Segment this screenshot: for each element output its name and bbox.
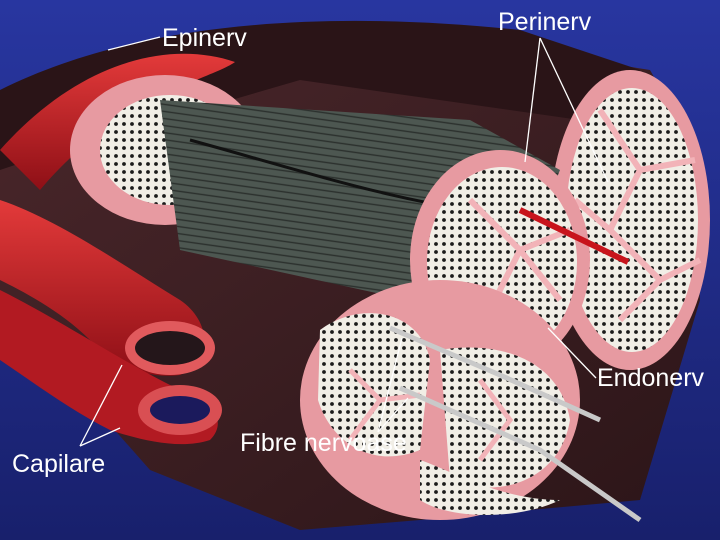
capillary-upper-lumen xyxy=(135,331,205,365)
capillary-lower-lumen xyxy=(150,396,210,424)
fascicle-lower-left xyxy=(318,313,430,457)
label-fibre-nervoase: Fibre nervoase xyxy=(240,429,407,457)
endoneurium-septa-upper xyxy=(573,108,702,323)
leader-endonerv xyxy=(547,327,597,379)
leader-epinerv xyxy=(107,36,161,51)
label-endonerv: Endonerv xyxy=(597,364,705,392)
leader-perinerv-1 xyxy=(524,37,541,163)
leader-fibre-1 xyxy=(377,337,403,433)
fascicle-upper xyxy=(566,88,698,352)
fibre-needle-lower xyxy=(398,385,642,523)
fibre-needle-upper xyxy=(389,325,602,423)
leader-fibre-2 xyxy=(377,397,409,433)
label-capilare: Capilare xyxy=(12,450,106,478)
leader-capilare-2 xyxy=(79,427,121,447)
label-epinerv: Epinerv xyxy=(162,24,247,52)
leader-perinerv-2 xyxy=(539,37,609,183)
leader-capilare-1 xyxy=(79,364,123,447)
label-perinerv: Perinerv xyxy=(498,8,592,36)
vessel-probe xyxy=(518,207,630,265)
fascicle-lower-bottom xyxy=(420,460,560,515)
fascicle-lower-right xyxy=(440,347,570,488)
